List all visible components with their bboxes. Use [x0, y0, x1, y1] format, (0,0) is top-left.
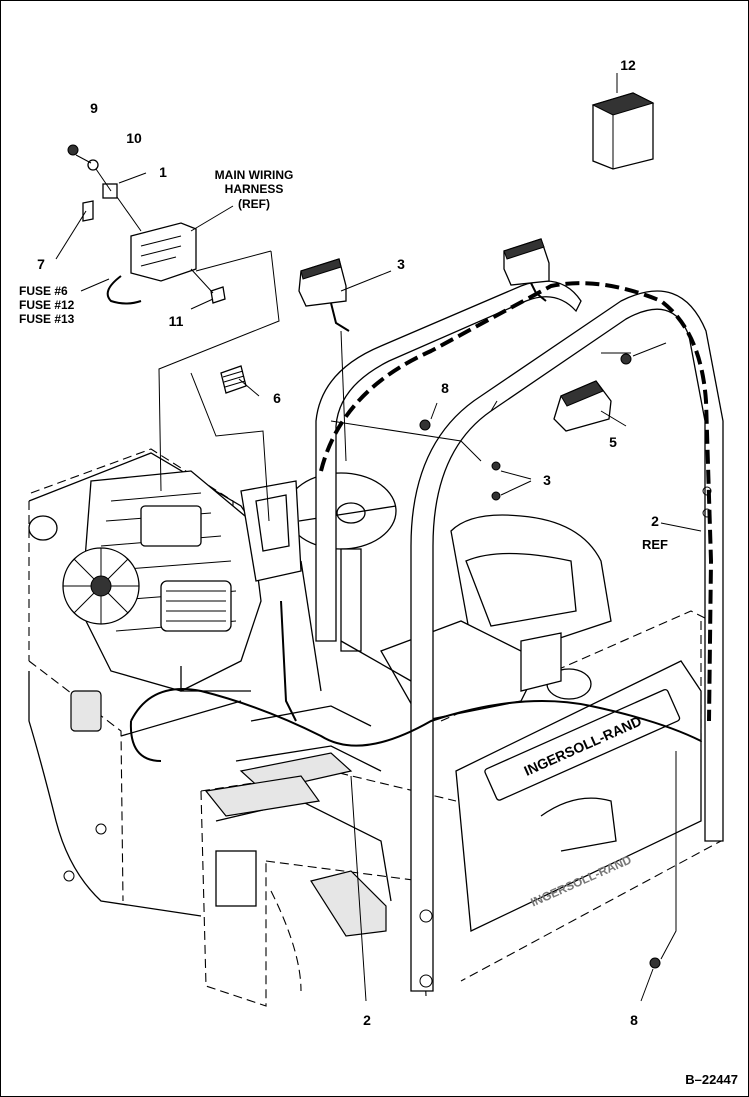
part-12-box [591, 92, 655, 170]
bolt [210, 286, 226, 304]
main-harness-line2: HARNESS [225, 182, 284, 196]
beacon-light [553, 342, 667, 432]
fuse-label-13: FUSE #13 [19, 312, 75, 326]
callout-8-bottom: 8 [630, 1012, 638, 1028]
rops-wiring-harness [129, 281, 714, 762]
work-light-front [298, 258, 350, 332]
engine-assembly [28, 448, 262, 692]
main-harness-line3: (REF) [238, 197, 270, 211]
nut [67, 144, 79, 156]
callout-11: 11 [169, 313, 184, 329]
bracket [82, 200, 94, 222]
hardware-8-mid [419, 419, 431, 431]
harness-connector [220, 365, 247, 394]
relay [102, 183, 118, 199]
callout-2-ref: REF [642, 537, 668, 552]
callout-12: 12 [620, 57, 636, 73]
drawing-id: B–22447 [685, 1072, 738, 1087]
callout-1: 1 [159, 164, 167, 180]
callout-9: 9 [90, 100, 98, 116]
callout-5: 5 [609, 434, 617, 450]
callout-10: 10 [126, 130, 142, 146]
callout-7: 7 [37, 256, 45, 272]
callout-8-mid: 8 [441, 380, 449, 396]
main-harness-line1: MAIN WIRING [215, 168, 294, 182]
fuse-label-6: FUSE #6 [19, 284, 68, 298]
callout-2-bottom: 2 [363, 1012, 371, 1028]
steering-column [240, 472, 397, 692]
fuse-block-assembly [67, 144, 226, 305]
washer [87, 159, 99, 171]
rear-body-panel [28, 501, 242, 917]
callout-3-nuts: 3 [543, 472, 551, 488]
rear-hood-panel: INGERSOLL-RAND [440, 610, 722, 982]
step-tread-lower [204, 775, 321, 817]
callout-3-light: 3 [397, 256, 405, 272]
callout-6: 6 [273, 390, 281, 406]
fuse-label-12: FUSE #12 [19, 298, 75, 312]
nut-3a [491, 461, 501, 471]
work-light-rear [503, 238, 550, 302]
hardware-8-bottom [649, 957, 661, 969]
callout-2-right: 2 [651, 513, 659, 529]
leader-lines [55, 73, 702, 1002]
nut-3b [491, 491, 501, 501]
